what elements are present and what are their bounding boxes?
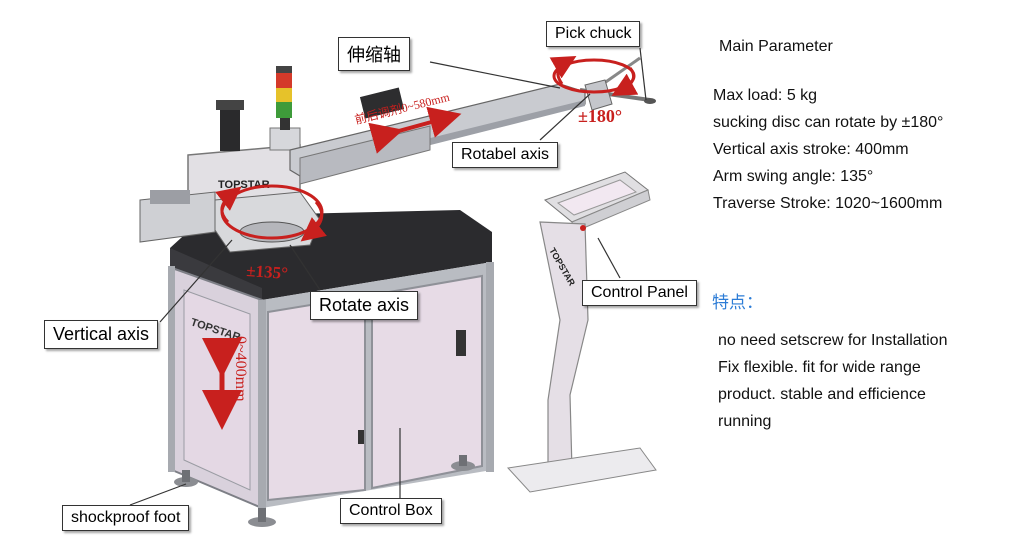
annotation-135: ±135°: [246, 261, 289, 283]
leader-lines: [129, 47, 647, 506]
param-line: Vertical axis stroke: 400mm: [713, 141, 909, 158]
feature-line: Fix flexible. fit for wide range: [718, 359, 921, 376]
callout-rotate-axis: Rotate axis: [310, 291, 419, 320]
features-title: 特点：: [712, 293, 763, 312]
main-parameter-panel: Main Parameter Max load: 5 kg sucking di…: [705, 30, 1005, 217]
annotation-180: ±180°: [578, 106, 622, 126]
robot-diagram: TOPSTAR TOPSTAR: [129, 47, 657, 527]
callout-control-box: Control Box: [340, 498, 442, 524]
callout-pick-chuck: Pick chuck: [546, 21, 641, 47]
feature-line: product. stable and efficience: [718, 386, 926, 403]
callout-telescopic-axis: 伸缩轴: [338, 37, 410, 71]
param-line: Max load: 5 kg: [713, 87, 818, 104]
feature-line: running: [718, 413, 772, 430]
control-panel-stand: TOPSTAR: [506, 171, 657, 493]
annotation-vertical-range: 0~400mm: [232, 336, 249, 402]
main-parameter-heading: Main Parameter: [719, 38, 833, 55]
callout-vertical-axis: Vertical axis: [44, 320, 159, 349]
callout-control-panel: Control Panel: [582, 280, 697, 306]
param-line: Arm swing angle: 135°: [713, 168, 874, 185]
callout-rotabel-axis: Rotabel axis: [452, 142, 559, 168]
telescopic-arrow: [368, 106, 462, 154]
callout-shockproof-foot: shockproof foot: [62, 505, 190, 531]
feet: [174, 455, 475, 527]
param-line: Traverse Stroke: 1020~1600mm: [713, 195, 943, 212]
features-panel: 特点： no need setscrew for Installation Fi…: [712, 288, 1007, 435]
door-handle: [456, 330, 466, 356]
signal-tower: [269, 66, 301, 151]
param-line: sucking disc can rotate by ±180°: [713, 114, 944, 131]
feature-line: no need setscrew for Installation: [718, 332, 948, 349]
